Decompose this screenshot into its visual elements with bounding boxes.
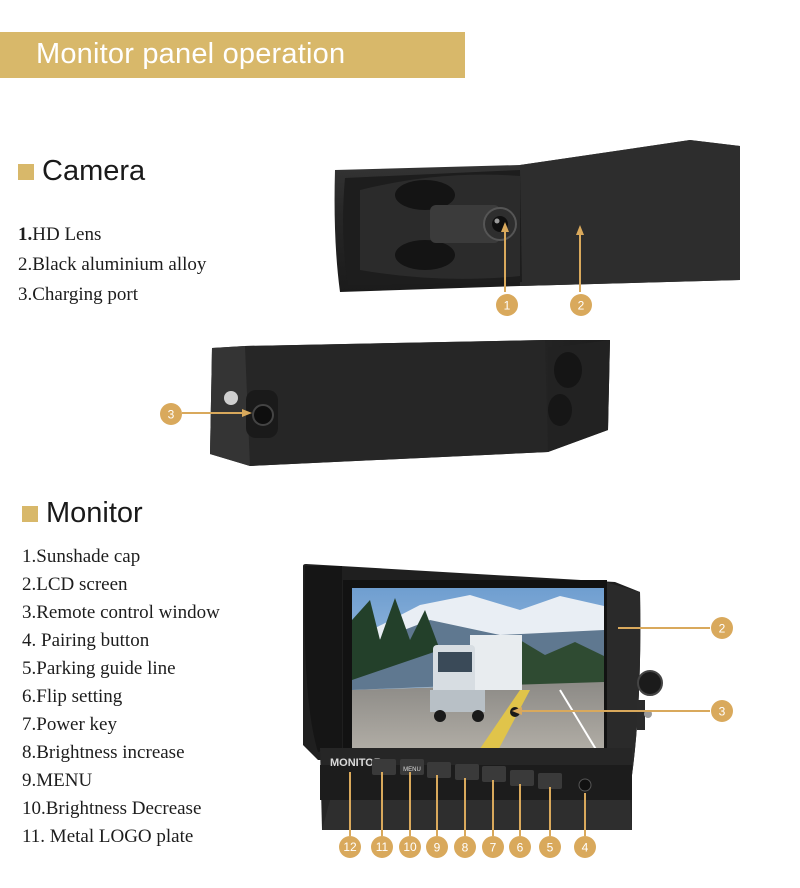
svg-text:5: 5 — [547, 841, 554, 855]
svg-text:1: 1 — [504, 299, 511, 313]
callout-4-monitor: 4 — [574, 836, 596, 858]
svg-text:MENU: MENU — [403, 767, 421, 773]
square-bullet-icon — [18, 163, 34, 180]
banner-title: Monitor panel operation — [36, 38, 346, 70]
list-item: 11. Metal LOGO plate — [22, 826, 194, 847]
monitor-section-title: Monitor — [46, 497, 143, 529]
callout-line-camera-side — [182, 409, 252, 417]
header-banner: Monitor panel operation — [0, 32, 465, 78]
monitor-device: MONITOR MENU — [303, 564, 663, 830]
list-item: 7.Power key — [22, 714, 117, 735]
list-item: 1.HD Lens — [18, 224, 102, 245]
svg-text:8: 8 — [462, 841, 469, 855]
callout-3-monitor: 3 — [711, 700, 733, 722]
list-item: 1.Sunshade cap — [22, 546, 141, 567]
callout-lines-camera-top — [501, 222, 584, 292]
svg-text:7: 7 — [490, 841, 497, 855]
callout-lines-monitor-side — [512, 627, 710, 715]
svg-text:9: 9 — [434, 841, 441, 855]
svg-text:10: 10 — [403, 840, 417, 854]
camera-back-view — [210, 340, 610, 466]
svg-text:3: 3 — [719, 705, 726, 719]
callout-2-camera: 2 — [570, 294, 592, 316]
svg-text:11: 11 — [376, 840, 389, 854]
callout-7-monitor: 7 — [482, 836, 504, 858]
camera-section-heading: Camera — [18, 155, 145, 188]
camera-front-view — [334, 140, 740, 292]
camera-section-title: Camera — [42, 155, 146, 187]
square-bullet-icon — [22, 505, 38, 522]
callout-12-monitor: 12 — [339, 836, 361, 858]
callout-10-monitor: 10 — [399, 836, 421, 858]
monitor-section-heading: Monitor — [22, 497, 143, 530]
callout-9-monitor: 9 — [426, 836, 448, 858]
callout-3-camera: 3 — [160, 403, 182, 425]
svg-text:3: 3 — [168, 408, 175, 422]
monitor-button-row: MENU — [372, 759, 592, 792]
list-item: 2.LCD screen — [22, 574, 128, 595]
callout-5-monitor: 5 — [539, 836, 561, 858]
list-item: 5.Parking guide line — [22, 658, 176, 679]
svg-text:12: 12 — [343, 840, 357, 854]
svg-text:2: 2 — [719, 622, 726, 636]
list-item: 6.Flip setting — [22, 686, 123, 707]
svg-text:4: 4 — [582, 841, 589, 855]
list-item: 3.Remote control window — [22, 602, 220, 623]
callout-6-monitor: 6 — [509, 836, 531, 858]
callout-11-monitor: 11 — [371, 836, 393, 858]
callout-2-monitor: 2 — [711, 617, 733, 639]
svg-text:2: 2 — [578, 299, 585, 313]
list-item: 10.Brightness Decrease — [22, 798, 202, 819]
camera-feature-list: 1.HD Lens 2.Black aluminium alloy 3.Char… — [18, 220, 206, 310]
callout-8-monitor: 8 — [454, 836, 476, 858]
list-item: 8.Brightness increase — [22, 742, 185, 763]
list-item: 3.Charging port — [18, 284, 138, 305]
list-item: 2.Black aluminium alloy — [18, 254, 207, 275]
list-item: 4. Pairing button — [22, 630, 150, 651]
svg-text:6: 6 — [517, 841, 524, 855]
metal-logo-plate: MONITOR — [330, 757, 382, 769]
list-item: 9.MENU — [22, 770, 93, 791]
lcd-screen — [352, 588, 604, 757]
callout-1-camera: 1 — [496, 294, 518, 316]
monitor-feature-list: 1.Sunshade cap 2.LCD screen 3.Remote con… — [22, 543, 220, 851]
callout-lines-monitor-bottom — [349, 772, 586, 836]
